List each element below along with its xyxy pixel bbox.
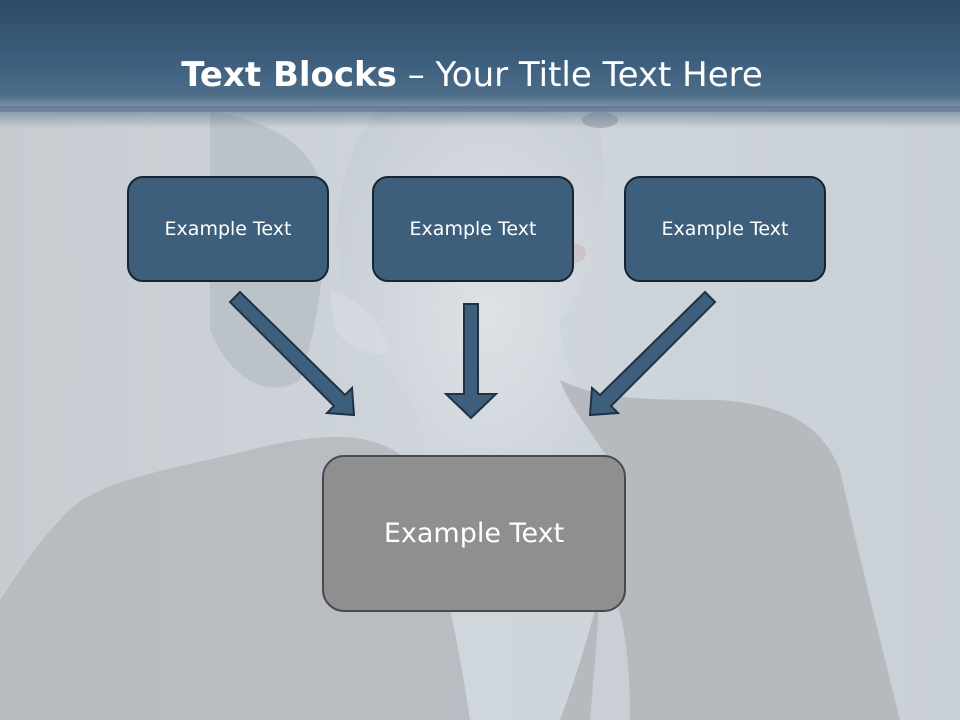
arrow-left-icon [228, 290, 356, 417]
text-block-3-label: Example Text [661, 218, 789, 240]
text-block-1[interactable]: Example Text [127, 176, 329, 282]
arrow-center-icon [443, 303, 499, 420]
text-block-2[interactable]: Example Text [372, 176, 574, 282]
title-dash: – [396, 55, 436, 95]
text-block-2-label: Example Text [409, 218, 537, 240]
title-bold-part: Text Blocks [181, 55, 397, 95]
text-block-3[interactable]: Example Text [624, 176, 826, 282]
slide-title: Text Blocks – Your Title Text Here [0, 52, 944, 98]
title-bar-fade [0, 106, 960, 128]
target-text-block-label: Example Text [383, 518, 565, 549]
title-regular-part: Your Title Text Here [435, 55, 763, 95]
text-block-1-label: Example Text [164, 218, 292, 240]
title-bar [0, 0, 960, 112]
arrow-right-icon [588, 290, 717, 417]
target-text-block[interactable]: Example Text [322, 455, 626, 612]
